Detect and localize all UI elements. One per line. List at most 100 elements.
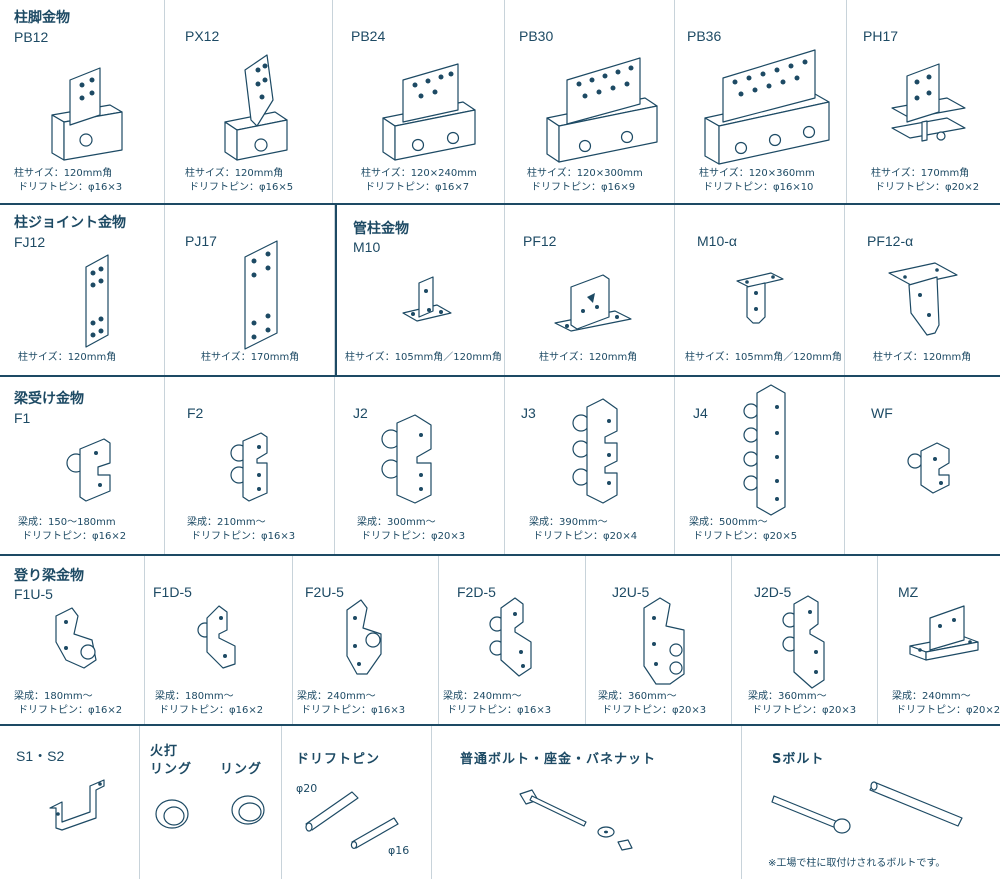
d16-label: φ16	[388, 844, 410, 857]
item-f1d-5: F1D-5 梁成：180mm〜ドリフトピン：φ16×2	[145, 556, 293, 724]
item-code: PF12-α	[867, 233, 914, 249]
pf12-alpha-illustration	[845, 205, 1000, 375]
item-s-bolt: Sボルト ※工場で柱に取付けされるボルトです。	[742, 726, 1000, 879]
item-code: F1	[14, 410, 31, 426]
pb30-illustration	[505, 0, 674, 203]
item-pf12: PF12 柱サイズ：120mm角	[505, 205, 675, 375]
spec: 梁成：240mm〜ドリフトピン：φ20×2	[892, 691, 1000, 716]
pb36-illustration	[675, 0, 846, 203]
item-code: F2U-5	[305, 584, 344, 600]
item-code: WF	[871, 405, 893, 421]
bolt-title: 普通ボルト・座金・バネナット	[460, 752, 657, 767]
j3-illustration	[505, 377, 674, 554]
item-code: PB30	[519, 28, 554, 44]
drift-pin-illustration	[282, 726, 431, 879]
px12-illustration	[165, 0, 332, 203]
group-title: 梁受け金物	[14, 391, 84, 407]
drift-title: ドリフトピン	[296, 752, 381, 767]
item-code: PF12	[523, 233, 557, 249]
row-column-joint: 柱ジョイント金物 FJ12 柱サイズ：120mm角 PJ17	[0, 205, 1000, 377]
spec: 柱サイズ：120mm角ドリフトピン：φ16×5	[185, 168, 294, 193]
spec: 柱サイズ：105mm角／120mm角	[345, 352, 502, 363]
item-code: PB12	[14, 29, 49, 45]
item-bolt-set: 普通ボルト・座金・バネナット	[432, 726, 742, 879]
item-fj12: 柱ジョイント金物 FJ12 柱サイズ：120mm角	[0, 205, 165, 375]
spec: 柱サイズ：120mm角	[539, 352, 638, 363]
pb12-illustration	[0, 0, 164, 203]
spec: 梁成：500mm〜ドリフトピン：φ20×5	[689, 517, 798, 542]
group-title: 柱ジョイント金物	[14, 215, 126, 231]
j4-illustration	[675, 377, 844, 554]
pj17-illustration	[165, 205, 334, 375]
item-j2: J2 梁成：300mm〜ドリフトピン：φ20×3	[335, 377, 505, 554]
item-code: MZ	[898, 584, 919, 600]
item-j4: J4 梁成：500mm〜ドリフトピン：φ20×5	[675, 377, 845, 554]
f2d-5-illustration	[439, 556, 585, 724]
row-misc: S1・S2 火打 リング リング ドリフトピン φ20 φ16	[0, 726, 1000, 879]
item-f2d-5: F2D-5 梁成：240mm〜ドリフトピン：φ16×3	[439, 556, 586, 724]
item-code: F1D-5	[153, 584, 192, 600]
item-code: J3	[521, 405, 536, 421]
group-title: 柱脚金物	[14, 10, 70, 26]
j2u-5-illustration	[586, 556, 731, 724]
spec: 梁成：180mm〜ドリフトピン：φ16×2	[155, 691, 264, 716]
s1-s2-illustration	[0, 726, 139, 879]
j2d-5-illustration	[732, 556, 877, 724]
item-j3: J3 梁成：390mm〜ドリフトピン：φ20×4	[505, 377, 675, 554]
item-pf12-alpha: PF12-α 柱サイズ：120mm角	[845, 205, 1000, 375]
sbolt-note: ※工場で柱に取付けされるボルトです。	[768, 858, 946, 869]
spec: 柱サイズ：120mm角ドリフトピン：φ16×3	[14, 168, 123, 193]
item-wf: WF	[845, 377, 1000, 554]
item-code: PB24	[351, 28, 386, 44]
f2u-5-illustration	[293, 556, 438, 724]
f2-illustration	[165, 377, 334, 554]
spec: 梁成：300mm〜ドリフトピン：φ20×3	[357, 517, 466, 542]
item-f2u-5: F2U-5 梁成：240mm〜ドリフトピン：φ16×3	[293, 556, 439, 724]
hiuchi-title: 火打	[150, 744, 179, 759]
item-code: F1U-5	[14, 586, 53, 602]
f1u-5-illustration	[0, 556, 144, 724]
spec: 柱サイズ：120mm角	[873, 352, 972, 363]
mz-illustration	[878, 556, 1000, 724]
spec: 梁成：360mm〜ドリフトピン：φ20×3	[598, 691, 707, 716]
item-ph17: PH17 柱サイズ：170mm角ドリフトピン：φ20×2	[847, 0, 1000, 203]
sbolt-title: Sボルト	[772, 752, 825, 767]
spec: 梁成：360mm〜ドリフトピン：φ20×3	[748, 691, 857, 716]
item-code: PJ17	[185, 233, 217, 249]
f1-illustration	[0, 377, 164, 554]
item-f2: F2 梁成：210mm〜ドリフトピン：φ16×3	[165, 377, 335, 554]
spec: 梁成：390mm〜ドリフトピン：φ20×4	[529, 517, 638, 542]
item-pb12: 柱脚金物 PB12 柱サイズ：120mm角ドリフトピン：φ16×3	[0, 0, 165, 203]
fj12-illustration	[0, 205, 164, 375]
spec: 柱サイズ：105mm角／120mm角	[685, 352, 842, 363]
spec: 柱サイズ：170mm角ドリフトピン：φ20×2	[871, 168, 980, 193]
item-code: M10	[353, 239, 381, 255]
ring-label-1: リング	[150, 762, 193, 777]
item-code: F2	[187, 405, 204, 421]
spec: 柱サイズ：120mm角	[18, 352, 117, 363]
d20-label: φ20	[296, 782, 318, 795]
item-j2u-5: J2U-5 梁成：360mm〜ドリフトピン：φ20×3	[586, 556, 732, 724]
item-code: J2	[353, 405, 368, 421]
item-code: J4	[693, 405, 708, 421]
spec: 梁成：210mm〜ドリフトピン：φ16×3	[187, 517, 296, 542]
item-code: J2D-5	[754, 584, 792, 600]
item-drift-pin: ドリフトピン φ20 φ16	[282, 726, 432, 879]
pb24-illustration	[333, 0, 504, 203]
item-s1-s2: S1・S2	[0, 726, 140, 879]
item-code: PH17	[863, 28, 899, 44]
bolt-set-illustration	[432, 726, 741, 879]
item-f1u-5: 登り梁金物 F1U-5 梁成：180mm〜ドリフトピン：φ16×2	[0, 556, 145, 724]
row-column-base: 柱脚金物 PB12 柱サイズ：120mm角ドリフトピン：φ16×3 PX12	[0, 0, 1000, 205]
s-bolt-illustration	[742, 726, 1000, 879]
row-sloped-beam: 登り梁金物 F1U-5 梁成：180mm〜ドリフトピン：φ16×2 F1D-5 …	[0, 556, 1000, 726]
spec: 柱サイズ：170mm角	[201, 352, 300, 363]
item-mz: MZ 梁成：240mm〜ドリフトピン：φ20×2	[878, 556, 1000, 724]
